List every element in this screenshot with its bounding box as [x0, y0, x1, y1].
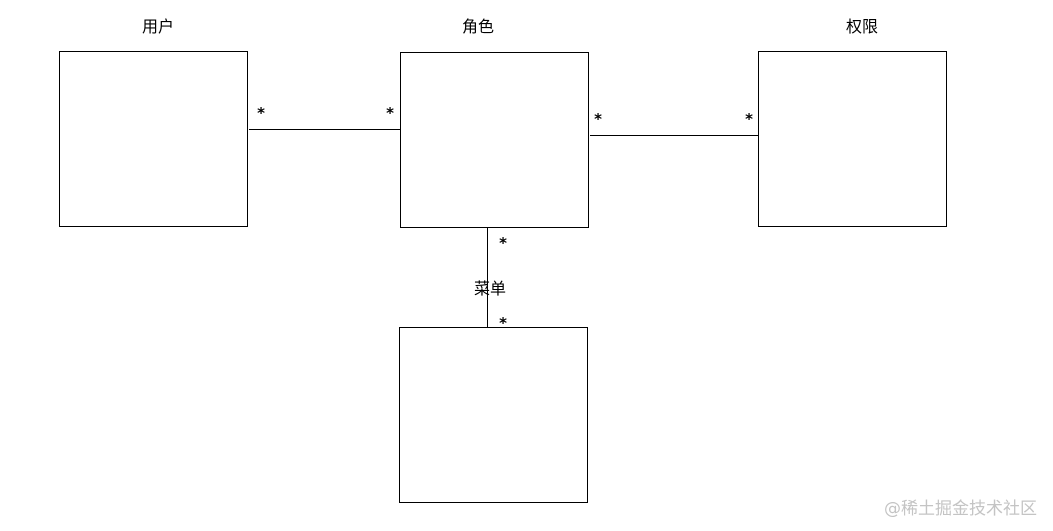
- multiplicity-menu-side: *: [499, 314, 507, 332]
- role-entity-label: 角色: [462, 17, 494, 36]
- multiplicity-permission-side: *: [745, 110, 753, 128]
- watermark-text: @稀土掘金技术社区: [884, 499, 1037, 519]
- permission-entity-box: [758, 51, 947, 227]
- role-entity-box: [400, 52, 589, 228]
- user-entity-box: [59, 51, 248, 227]
- permission-entity-label: 权限: [846, 17, 878, 36]
- menu-entity-label: 菜单: [474, 279, 506, 298]
- multiplicity-role-permission-side: *: [594, 110, 602, 128]
- menu-entity-box: [399, 327, 588, 503]
- multiplicity-user-side: *: [257, 104, 265, 122]
- multiplicity-role-menu-side: *: [499, 234, 507, 252]
- user-entity-label: 用户: [142, 17, 174, 36]
- multiplicity-role-user-side: *: [386, 104, 394, 122]
